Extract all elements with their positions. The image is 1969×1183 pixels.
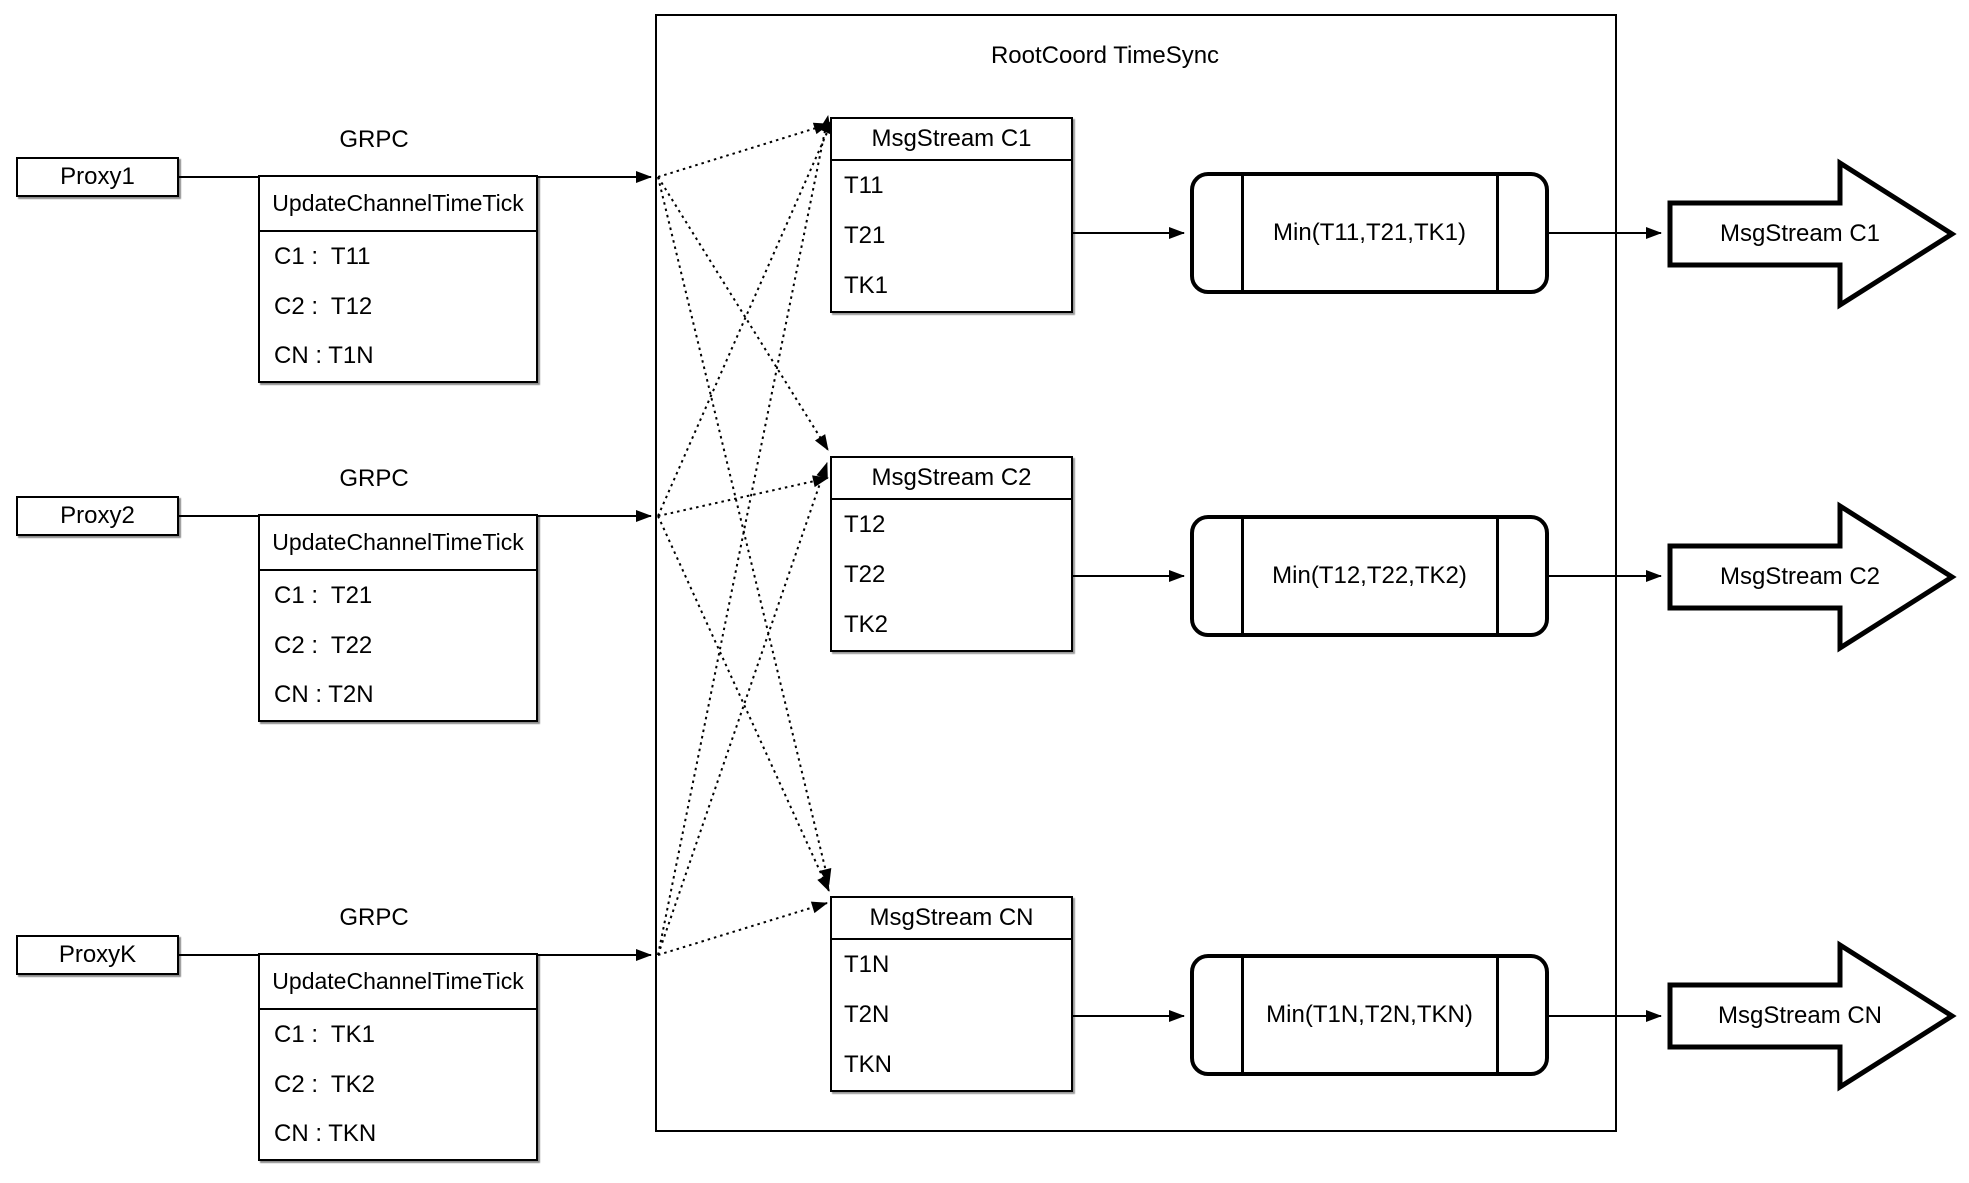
fan-line-p1-c1 [657, 122, 830, 178]
rootcoord-container [655, 14, 1617, 1132]
timetick-fanout-connectors [657, 115, 834, 956]
min-to-output-connectors [1549, 227, 1662, 1022]
fan-line-p1-cn [657, 176, 832, 885]
fan-line-p2-c2 [657, 475, 829, 517]
block-arrow-c2 [1667, 501, 1957, 653]
fan-line-p2-cn [657, 515, 830, 892]
proxy-grpc-connectors [179, 171, 652, 961]
fan-line-p1-c2 [657, 176, 829, 451]
block-arrow-cn [1667, 940, 1957, 1092]
fan-line-p2-c1 [657, 118, 834, 517]
output-block-arrows [1667, 158, 1957, 1092]
fan-line-pk-cn [657, 901, 828, 956]
stream-to-min-connectors [1073, 227, 1185, 1022]
fan-line-pk-c2 [657, 462, 828, 956]
block-arrow-c1 [1667, 158, 1957, 310]
